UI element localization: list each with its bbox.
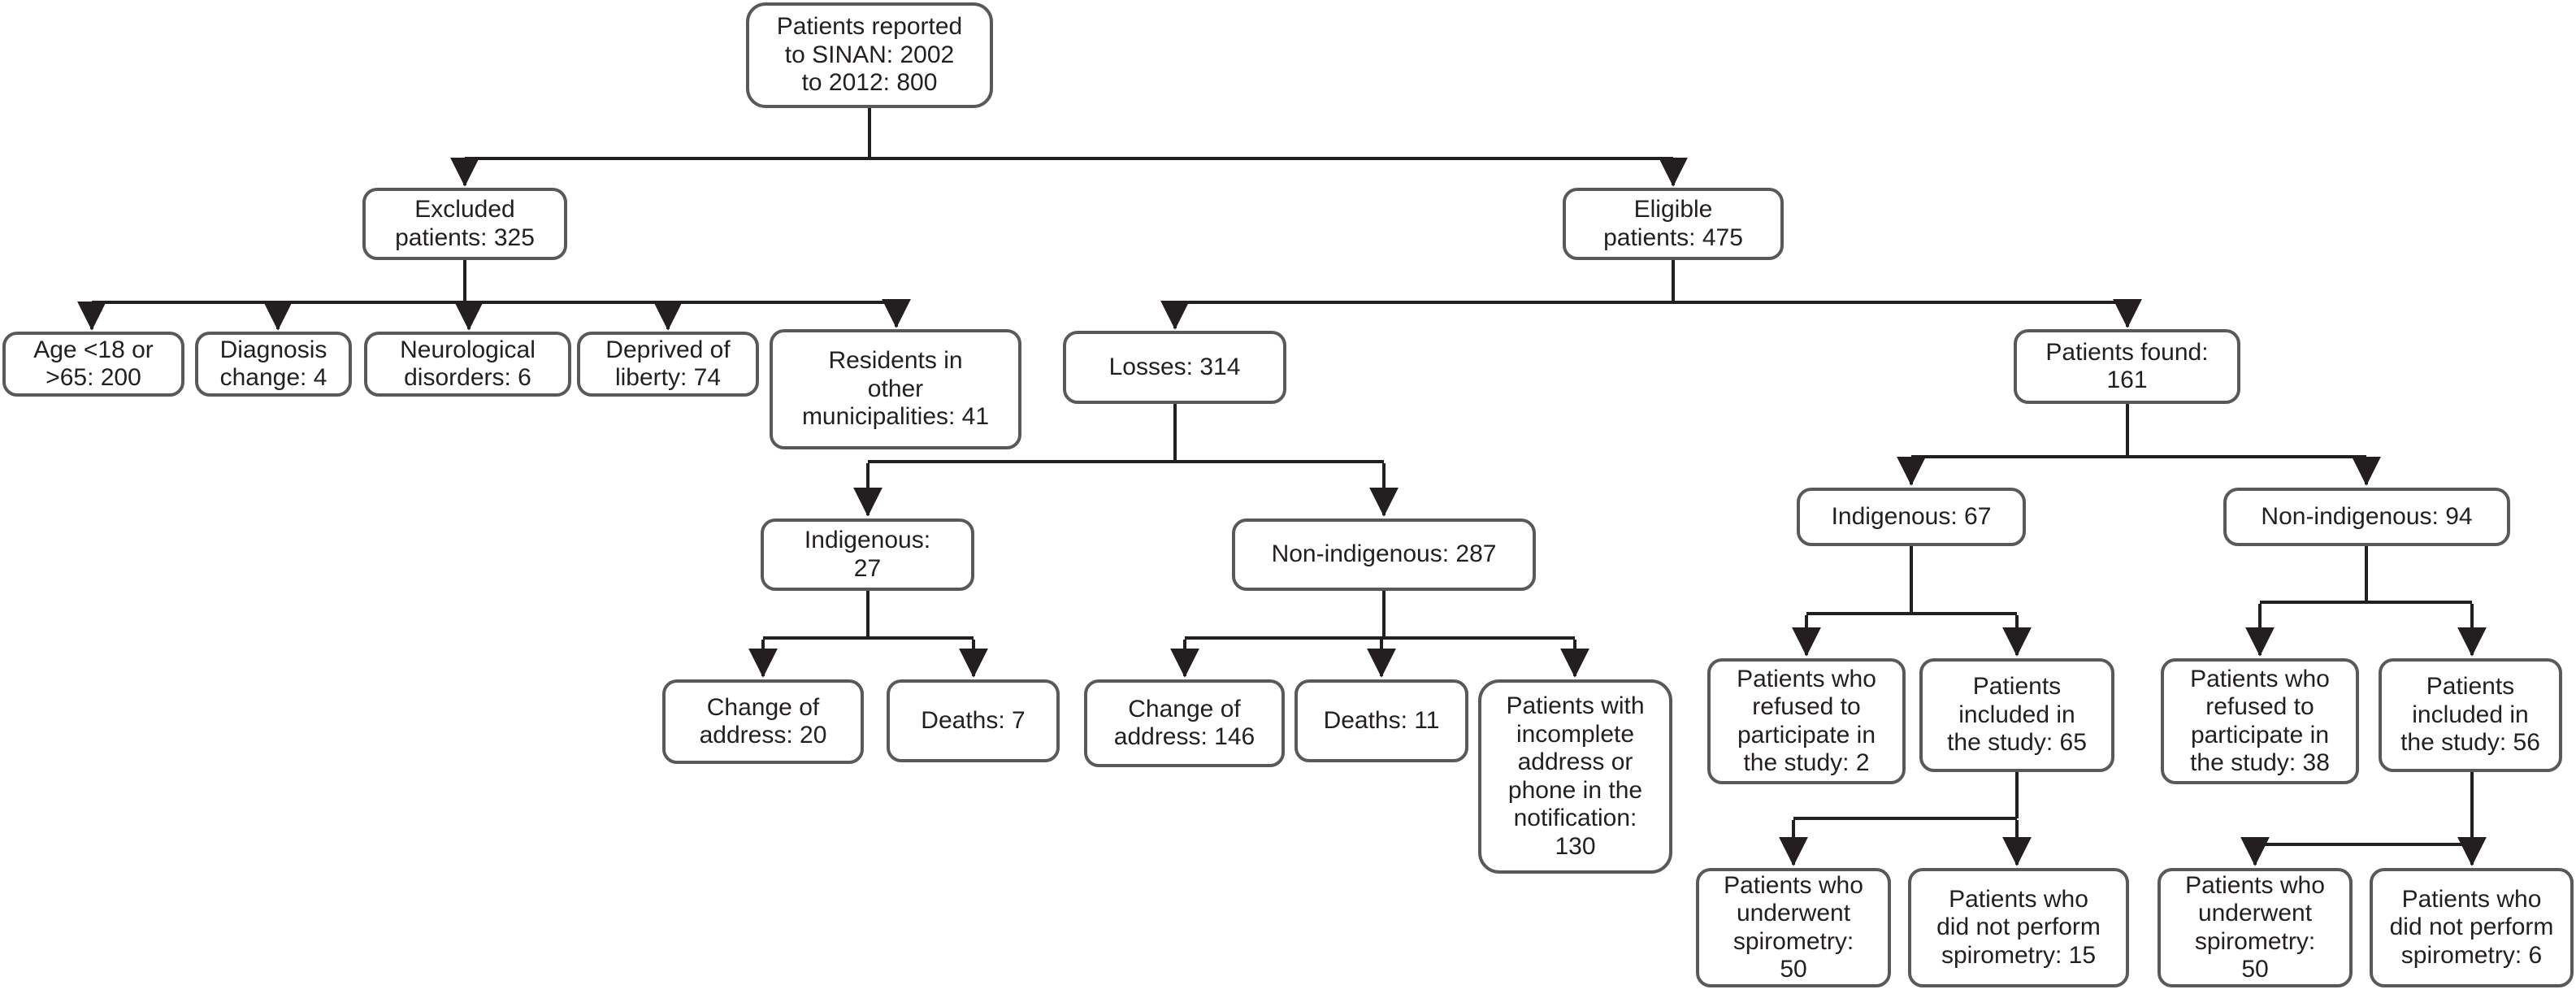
node-eligible-patients-label: Eligible patients: 475: [1603, 196, 1743, 251]
node-refused-38-label: Patients who refused to participate in t…: [2190, 665, 2330, 777]
node-losses: Losses: 314: [1063, 331, 1286, 404]
node-excluded-patients: Excluded patients: 325: [362, 188, 567, 260]
node-deprived-of-liberty-label: Deprived of liberty: 74: [605, 336, 731, 392]
edges-indig-found: [1792, 546, 2032, 657]
node-losses-label: Losses: 314: [1108, 353, 1241, 380]
edges-included65: [1779, 772, 2032, 866]
node-neurological-disorders: Neurological disorders: 6: [364, 332, 571, 397]
node-patients-found: Patients found: 161: [2014, 329, 2240, 404]
node-excluded-patients-label: Excluded patients: 325: [395, 196, 535, 251]
node-non-indigenous-losses-label: Non-indigenous: 287: [1271, 540, 1497, 568]
node-deaths-7-label: Deaths: 7: [921, 706, 1026, 734]
node-eligible-patients: Eligible patients: 475: [1563, 188, 1784, 260]
node-indigenous-found-label: Indigenous: 67: [1831, 502, 1992, 530]
node-included-65: Patients included in the study: 65: [1919, 658, 2114, 772]
node-included-56: Patients included in the study: 56: [2379, 658, 2562, 772]
node-refused-38: Patients who refused to participate in t…: [2161, 658, 2359, 784]
edges-indig-losses: [748, 591, 988, 678]
edges-nonindig-found: [2245, 546, 2487, 657]
edges-nonindig-losses: [1170, 591, 1589, 678]
node-diagnosis-change-label: Diagnosis change: 4: [219, 336, 327, 392]
node-spirometry-50-non-indigenous-label: Patients who underwent spirometry: 50: [2185, 871, 2325, 983]
node-patients-reported-label: Patients reported to SINAN: 2002 to 2012…: [776, 13, 963, 97]
node-deprived-of-liberty: Deprived of liberty: 74: [577, 332, 759, 397]
edges-losses: [853, 404, 1399, 517]
node-included-65-label: Patients included in the study: 65: [1947, 673, 2087, 757]
node-indigenous-losses: Indigenous: 27: [761, 519, 974, 591]
node-no-spirometry-15-label: Patients who did not perform spirometry:…: [1936, 885, 2101, 969]
node-age-exclusion-label: Age <18 or >65: 200: [33, 336, 154, 392]
node-incomplete-address-130-label: Patients with incomplete address or phon…: [1506, 692, 1645, 860]
node-spirometry-50-indigenous-label: Patients who underwent spirometry: 50: [1724, 871, 1863, 983]
node-residents-other-municipalities: Residents in other municipalities: 41: [770, 329, 1021, 449]
edges-found: [1897, 404, 2381, 486]
node-change-address-146: Change of address: 146: [1084, 679, 1285, 767]
node-change-address-20: Change of address: 20: [662, 679, 864, 764]
node-non-indigenous-found: Non-indigenous: 94: [2223, 488, 2510, 546]
node-deaths-7: Deaths: 7: [887, 679, 1060, 762]
node-no-spirometry-15: Patients who did not perform spirometry:…: [1908, 868, 2129, 987]
node-change-address-20-label: Change of address: 20: [699, 693, 827, 749]
node-refused-2: Patients who refused to participate in t…: [1707, 658, 1906, 784]
node-deaths-11-label: Deaths: 11: [1323, 706, 1440, 734]
edges-eligible: [1160, 260, 2142, 330]
node-residents-other-municipalities-label: Residents in other municipalities: 41: [801, 347, 990, 431]
node-indigenous-losses-label: Indigenous: 27: [804, 527, 931, 582]
node-incomplete-address-130: Patients with incomplete address or phon…: [1478, 679, 1672, 874]
node-spirometry-50-indigenous: Patients who underwent spirometry: 50: [1696, 868, 1891, 987]
edges-included56: [2240, 772, 2487, 866]
node-no-spirometry-6-label: Patients who did not perform spirometry:…: [2389, 885, 2554, 969]
node-non-indigenous-found-label: Non-indigenous: 94: [2261, 502, 2473, 530]
node-included-56-label: Patients included in the study: 56: [2400, 673, 2540, 757]
node-refused-2-label: Patients who refused to participate in t…: [1737, 665, 1876, 777]
node-indigenous-found: Indigenous: 67: [1797, 488, 2026, 546]
node-age-exclusion: Age <18 or >65: 200: [2, 332, 184, 397]
edges-root: [450, 108, 1688, 187]
node-non-indigenous-losses: Non-indigenous: 287: [1232, 519, 1536, 591]
node-change-address-146-label: Change of address: 146: [1113, 695, 1255, 751]
node-patients-reported: Patients reported to SINAN: 2002 to 2012…: [746, 2, 993, 108]
node-neurological-disorders-label: Neurological disorders: 6: [400, 336, 536, 392]
node-deaths-11: Deaths: 11: [1295, 679, 1468, 762]
edges-excluded: [77, 260, 911, 331]
node-spirometry-50-non-indigenous: Patients who underwent spirometry: 50: [2158, 868, 2353, 987]
node-diagnosis-change: Diagnosis change: 4: [195, 332, 352, 397]
node-no-spirometry-6: Patients who did not perform spirometry:…: [2370, 868, 2574, 987]
node-patients-found-label: Patients found: 161: [2045, 338, 2209, 394]
